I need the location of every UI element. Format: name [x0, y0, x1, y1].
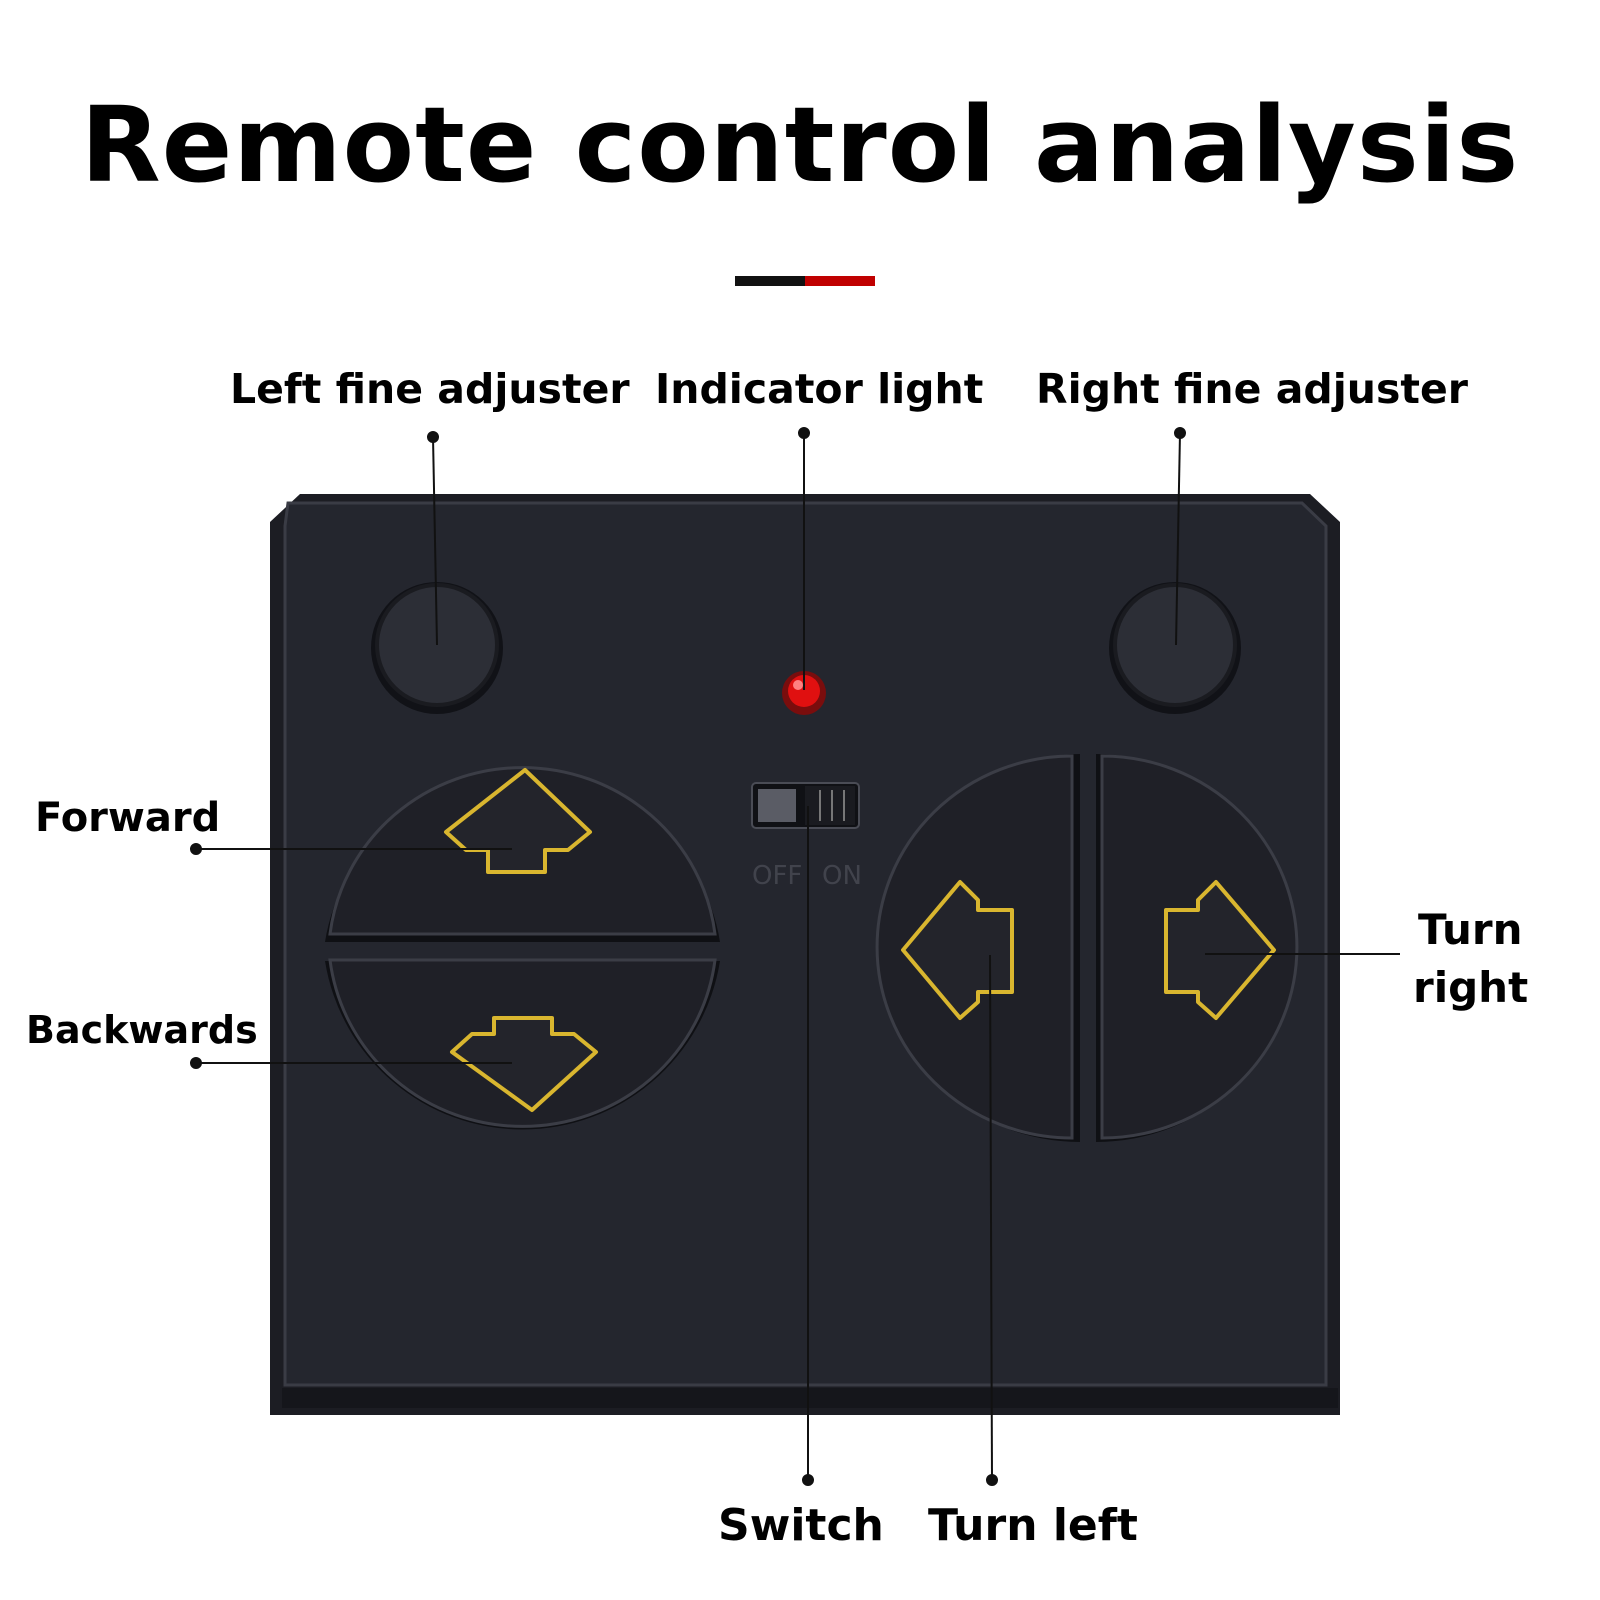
indicator-light	[782, 671, 826, 715]
backwards-arrow-icon	[450, 1016, 598, 1112]
title-divider-red	[805, 276, 875, 286]
turn-left-label: Turn left	[928, 1500, 1138, 1551]
forward-button[interactable]	[325, 766, 720, 942]
callout-left-fine-adjuster	[427, 431, 439, 646]
turn-right-label-line2: right	[1413, 963, 1529, 1012]
turn-right-arrow-icon	[1164, 880, 1276, 1020]
left-fine-adjuster-button[interactable]	[371, 582, 503, 714]
callout-backwards	[190, 1057, 512, 1069]
forward-label: Forward	[35, 795, 221, 841]
power-switch[interactable]	[751, 782, 860, 829]
indicator-light-label: Indicator light	[655, 365, 984, 413]
backwards-label: Backwards	[26, 1008, 258, 1052]
forward-arrow-icon	[444, 768, 592, 874]
remote-body	[270, 494, 1340, 1415]
backwards-button[interactable]	[325, 958, 720, 1130]
page-title: Remote control analysis	[80, 84, 1520, 206]
switch-label: Switch	[718, 1500, 884, 1551]
turn-left-button[interactable]	[875, 754, 1080, 1142]
left-fine-adjuster-label: Left fine adjuster	[230, 365, 630, 413]
turn-right-label-line1: Turn	[1418, 905, 1523, 954]
callout-turn-left	[986, 954, 998, 1486]
title-divider-black	[735, 276, 805, 286]
callout-indicator-light	[798, 427, 810, 690]
turn-right-button[interactable]	[1096, 754, 1299, 1142]
switch-off-text: OFF	[752, 861, 802, 891]
turn-left-arrow-icon	[901, 880, 1014, 1020]
callout-forward	[190, 843, 512, 855]
callout-right-fine-adjuster	[1174, 427, 1186, 646]
switch-on-text: ON	[822, 861, 862, 891]
right-fine-adjuster-label: Right fine adjuster	[1036, 365, 1468, 413]
callout-switch	[802, 806, 814, 1486]
right-fine-adjuster-button[interactable]	[1109, 582, 1241, 714]
